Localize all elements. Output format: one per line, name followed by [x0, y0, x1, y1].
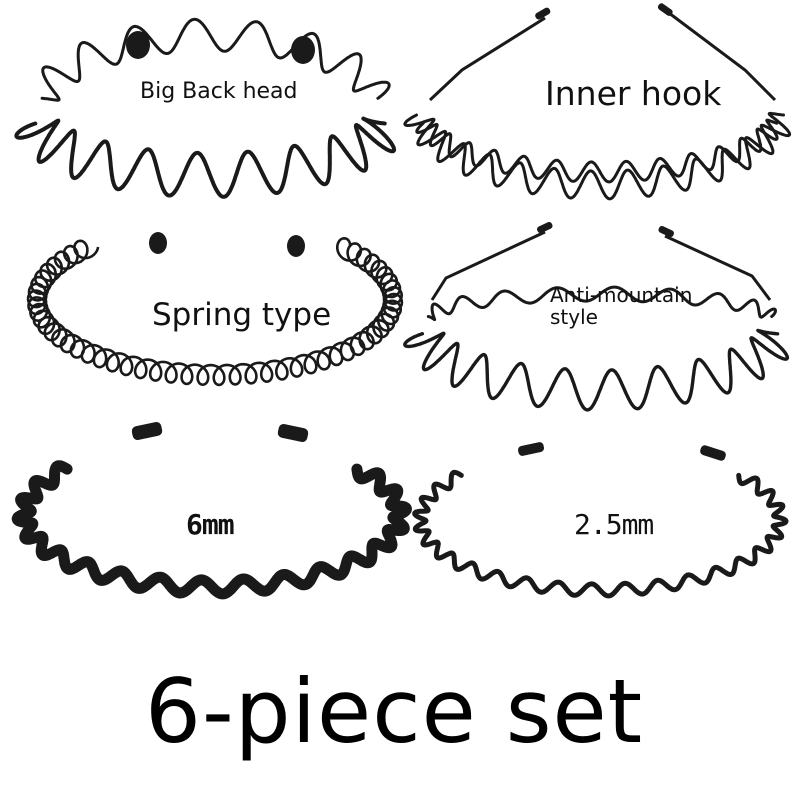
tip-left: [535, 7, 551, 20]
end-cap-right: [700, 445, 726, 461]
end-cap-left: [126, 31, 150, 59]
flat-band: [11, 460, 412, 600]
end-cap-right: [287, 235, 305, 257]
spring-coil: [26, 236, 404, 387]
hook-arm-right: [664, 8, 777, 102]
tip-right: [658, 225, 674, 238]
band-front: [14, 116, 397, 199]
end-cap-left: [517, 442, 545, 456]
end-cap-left: [131, 421, 163, 441]
label-inner-hook: Inner hook: [545, 74, 722, 113]
hook-arm-right: [664, 234, 772, 301]
band-back: [426, 285, 777, 322]
end-cap-right: [291, 36, 315, 64]
label-big-back-head: Big Back head: [140, 79, 298, 104]
label-anti-mountain-style: Anti-mountain style: [550, 283, 693, 330]
label-6mm: 6mm: [186, 508, 235, 541]
tip-right: [657, 3, 673, 16]
end-cap-right: [277, 423, 309, 443]
hook-arm-left: [428, 16, 546, 102]
label-spring-type: Spring type: [152, 297, 332, 333]
band-inner: [415, 118, 779, 184]
set-caption: 6-piece set: [145, 660, 644, 763]
hook-arm-left: [430, 230, 546, 301]
band-front: [403, 328, 790, 412]
end-cap-left: [149, 232, 167, 254]
tip-left: [537, 221, 553, 234]
label-2-5mm: 2.5mm: [574, 508, 654, 541]
thin-band: [412, 469, 789, 599]
band-back: [40, 17, 391, 102]
